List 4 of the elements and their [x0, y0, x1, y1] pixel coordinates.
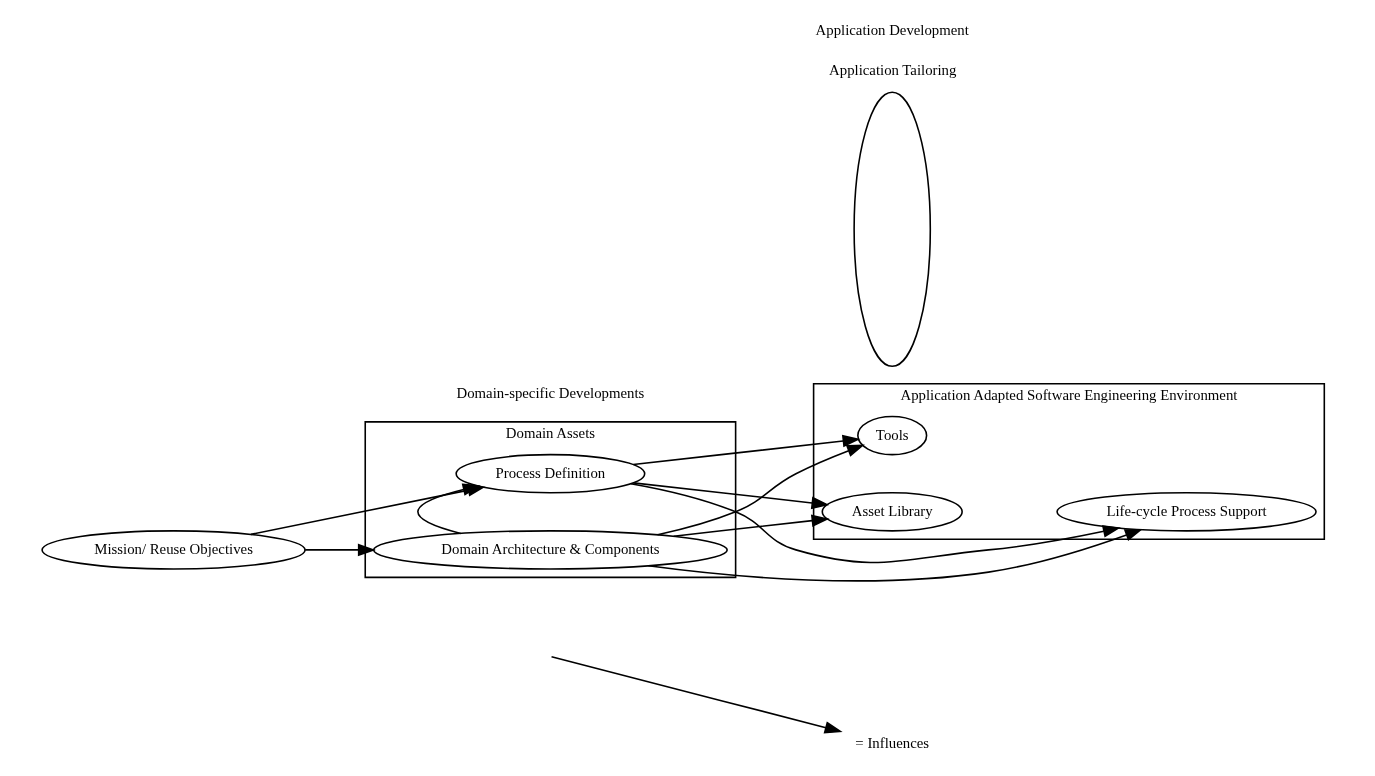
label: Domain-specific Developments: [456, 385, 645, 402]
node-label: Application Tailoring: [829, 62, 957, 79]
label: Application Development: [815, 22, 969, 39]
legend-label: = Influences: [855, 735, 930, 752]
